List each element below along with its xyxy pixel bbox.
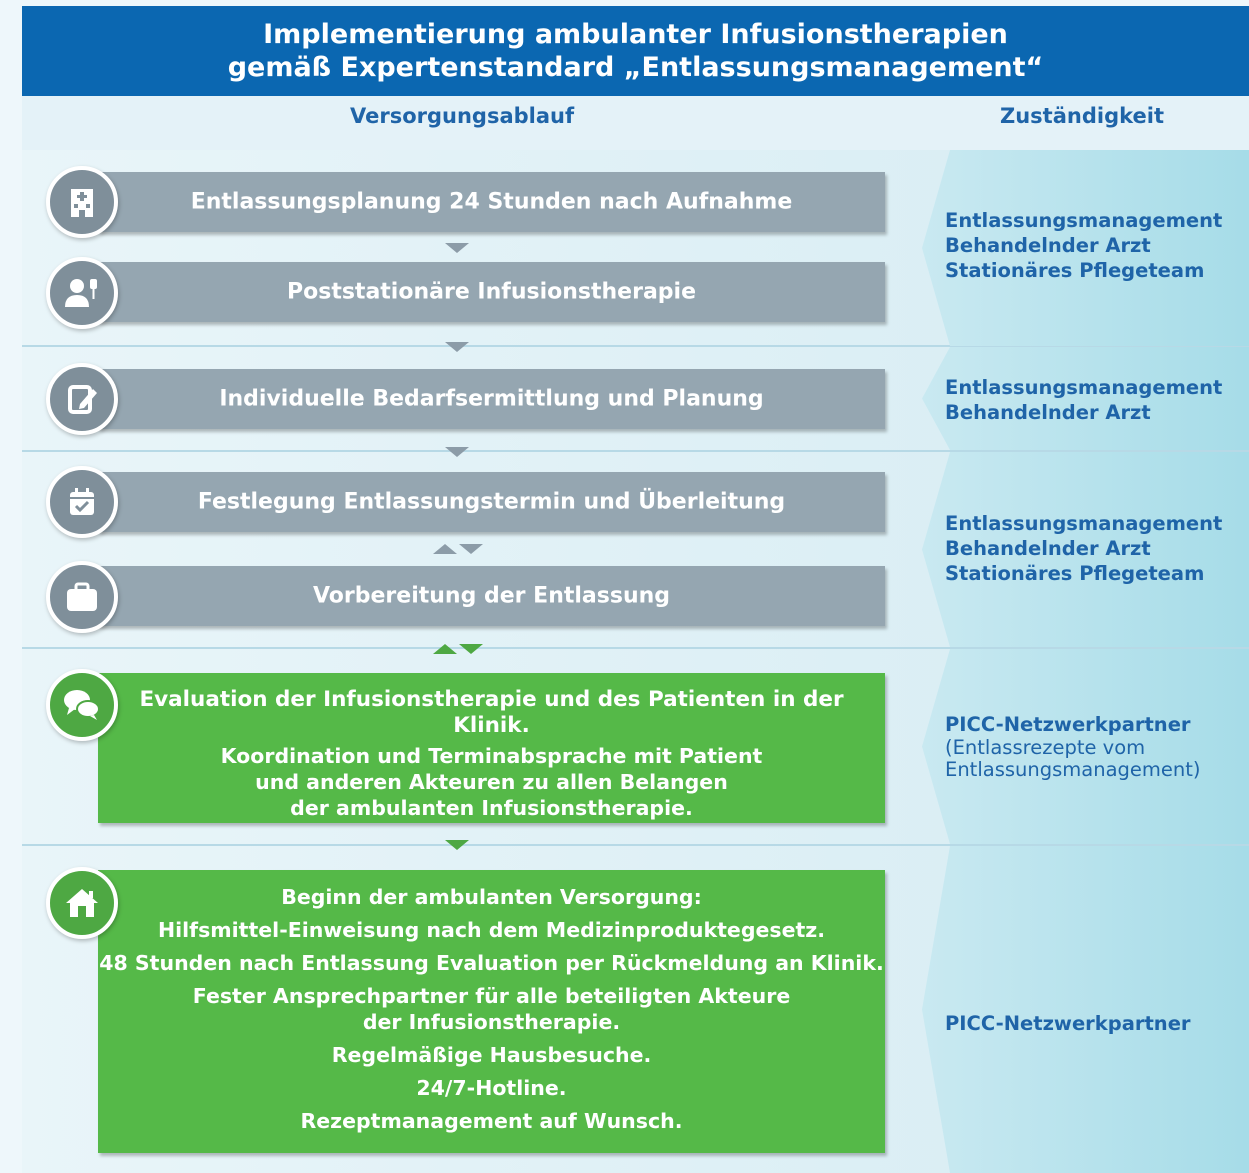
down-arrow-icon: [445, 447, 469, 457]
step-label: Festlegung Entlassungstermin und Überlei…: [197, 489, 786, 515]
step-label: Individuelle Bedarfsermittlung und Planu…: [219, 386, 764, 412]
notepad-pen-icon: [46, 363, 118, 435]
responsibility-line: Behandelnder Arzt: [945, 537, 1151, 560]
evaluation-line: und anderen Akteuren zu allen Belangen: [255, 770, 728, 794]
responsibility-text-3: Entlassungsmanagement Behandelnder Arzt …: [945, 511, 1222, 586]
patient-infusion-icon: [46, 257, 118, 329]
outpatient-line: der Infusionstherapie.: [362, 1010, 621, 1034]
step-label: Vorbereitung der Entlassung: [312, 583, 671, 609]
responsibility-text-5: PICC-Netzwerkpartner: [945, 1011, 1191, 1036]
outpatient-line: Hilfsmittel-Einweisung nach dem Medizinp…: [157, 918, 826, 942]
down-arrow-icon: [445, 342, 469, 352]
responsibility-panel-5: [922, 846, 1249, 1173]
responsibility-text-4: PICC-Netzwerkpartner (Entlassrezepte vom…: [945, 712, 1201, 781]
responsibility-line: Entlassungsmanagement: [945, 376, 1223, 399]
responsibility-panel-1: [922, 150, 1249, 346]
step-box-3: Individuelle Bedarfsermittlung und Planu…: [98, 369, 885, 429]
suitcase-icon: [46, 561, 118, 633]
down-arrow-icon: [459, 644, 483, 654]
outpatient-line: Beginn der ambulanten Versorgung:: [281, 885, 702, 909]
responsibility-line: Entlassungsmanagement: [945, 209, 1223, 232]
outpatient-line: Regelmäßige Hausbesuche.: [331, 1043, 652, 1067]
down-arrow-icon: [459, 544, 483, 554]
responsibility-panel-4: [922, 649, 1249, 844]
responsibility-note: (Entlassrezepte vom: [945, 736, 1146, 759]
responsibility-panel-3: [922, 452, 1249, 647]
step-label: Entlassungsplanung 24 Stunden nach Aufna…: [190, 189, 793, 215]
band-divider: [22, 345, 1249, 347]
outpatient-line: Fester Ansprechpartner für alle beteilig…: [192, 984, 791, 1008]
responsibility-line: Behandelnder Arzt: [945, 401, 1151, 424]
down-arrow-icon: [445, 243, 469, 253]
outpatient-line: 24/7-Hotline.: [416, 1076, 567, 1100]
responsibility-note: Entlassungsmanagement): [945, 758, 1201, 781]
step-box-2: Poststationäre Infusionstherapie: [98, 262, 885, 322]
evaluation-line: Evaluation der Infusionstherapie und des…: [139, 687, 844, 738]
step-box-5: Vorbereitung der Entlassung: [98, 566, 885, 626]
responsibility-line: Stationäres Pflegeteam: [945, 259, 1205, 282]
step-label: Poststationäre Infusionstherapie: [286, 279, 696, 305]
responsibility-line: PICC-Netzwerkpartner: [945, 713, 1191, 736]
up-arrow-icon: [433, 644, 457, 654]
outpatient-line: 48 Stunden nach Entlassung Evaluation pe…: [99, 951, 884, 975]
responsibility-text-2: Entlassungsmanagement Behandelnder Arzt: [945, 375, 1222, 425]
evaluation-line: Koordination und Terminabsprache mit Pat…: [220, 744, 763, 768]
up-arrow-icon: [433, 544, 457, 554]
band-divider: [22, 844, 1249, 846]
responsibility-text-1: Entlassungsmanagement Behandelnder Arzt …: [945, 208, 1222, 283]
diagram-title: Implementierung ambulanter Infusionsther…: [22, 6, 1249, 96]
step-box-1: Entlassungsplanung 24 Stunden nach Aufna…: [98, 172, 885, 232]
responsibility-panel-2: [922, 347, 1249, 450]
responsibility-line: Behandelnder Arzt: [945, 234, 1151, 257]
diagram-frame: Implementierung ambulanter Infusionsther…: [22, 6, 1249, 1173]
chat-bubbles-icon: [46, 669, 118, 741]
responsibility-line: Entlassungsmanagement: [945, 512, 1223, 535]
evaluation-line: der ambulanten Infusionstherapie.: [290, 796, 693, 820]
responsibility-line: PICC-Netzwerkpartner: [945, 1012, 1191, 1035]
column-header-process: Versorgungsablauf: [350, 104, 575, 128]
column-header-responsibility: Zuständigkeit: [1000, 104, 1164, 128]
title-line-2: gemäß Expertenstandard „Entlassungsmanag…: [227, 52, 1044, 83]
outpatient-line: Rezeptmanagement auf Wunsch.: [300, 1109, 683, 1133]
step-box-4: Festlegung Entlassungstermin und Überlei…: [98, 472, 885, 532]
band-divider: [22, 450, 1249, 452]
home-icon: [46, 867, 118, 939]
outpatient-care-box: Beginn der ambulanten Versorgung: Hilfsm…: [98, 870, 885, 1153]
calendar-check-icon: [46, 466, 118, 538]
responsibility-line: Stationäres Pflegeteam: [945, 562, 1205, 585]
band-divider: [22, 647, 1249, 649]
title-line-1: Implementierung ambulanter Infusionsther…: [263, 19, 1008, 50]
evaluation-box: Evaluation der Infusionstherapie und des…: [98, 673, 885, 823]
down-arrow-icon: [445, 840, 469, 850]
hospital-icon: [46, 166, 118, 238]
